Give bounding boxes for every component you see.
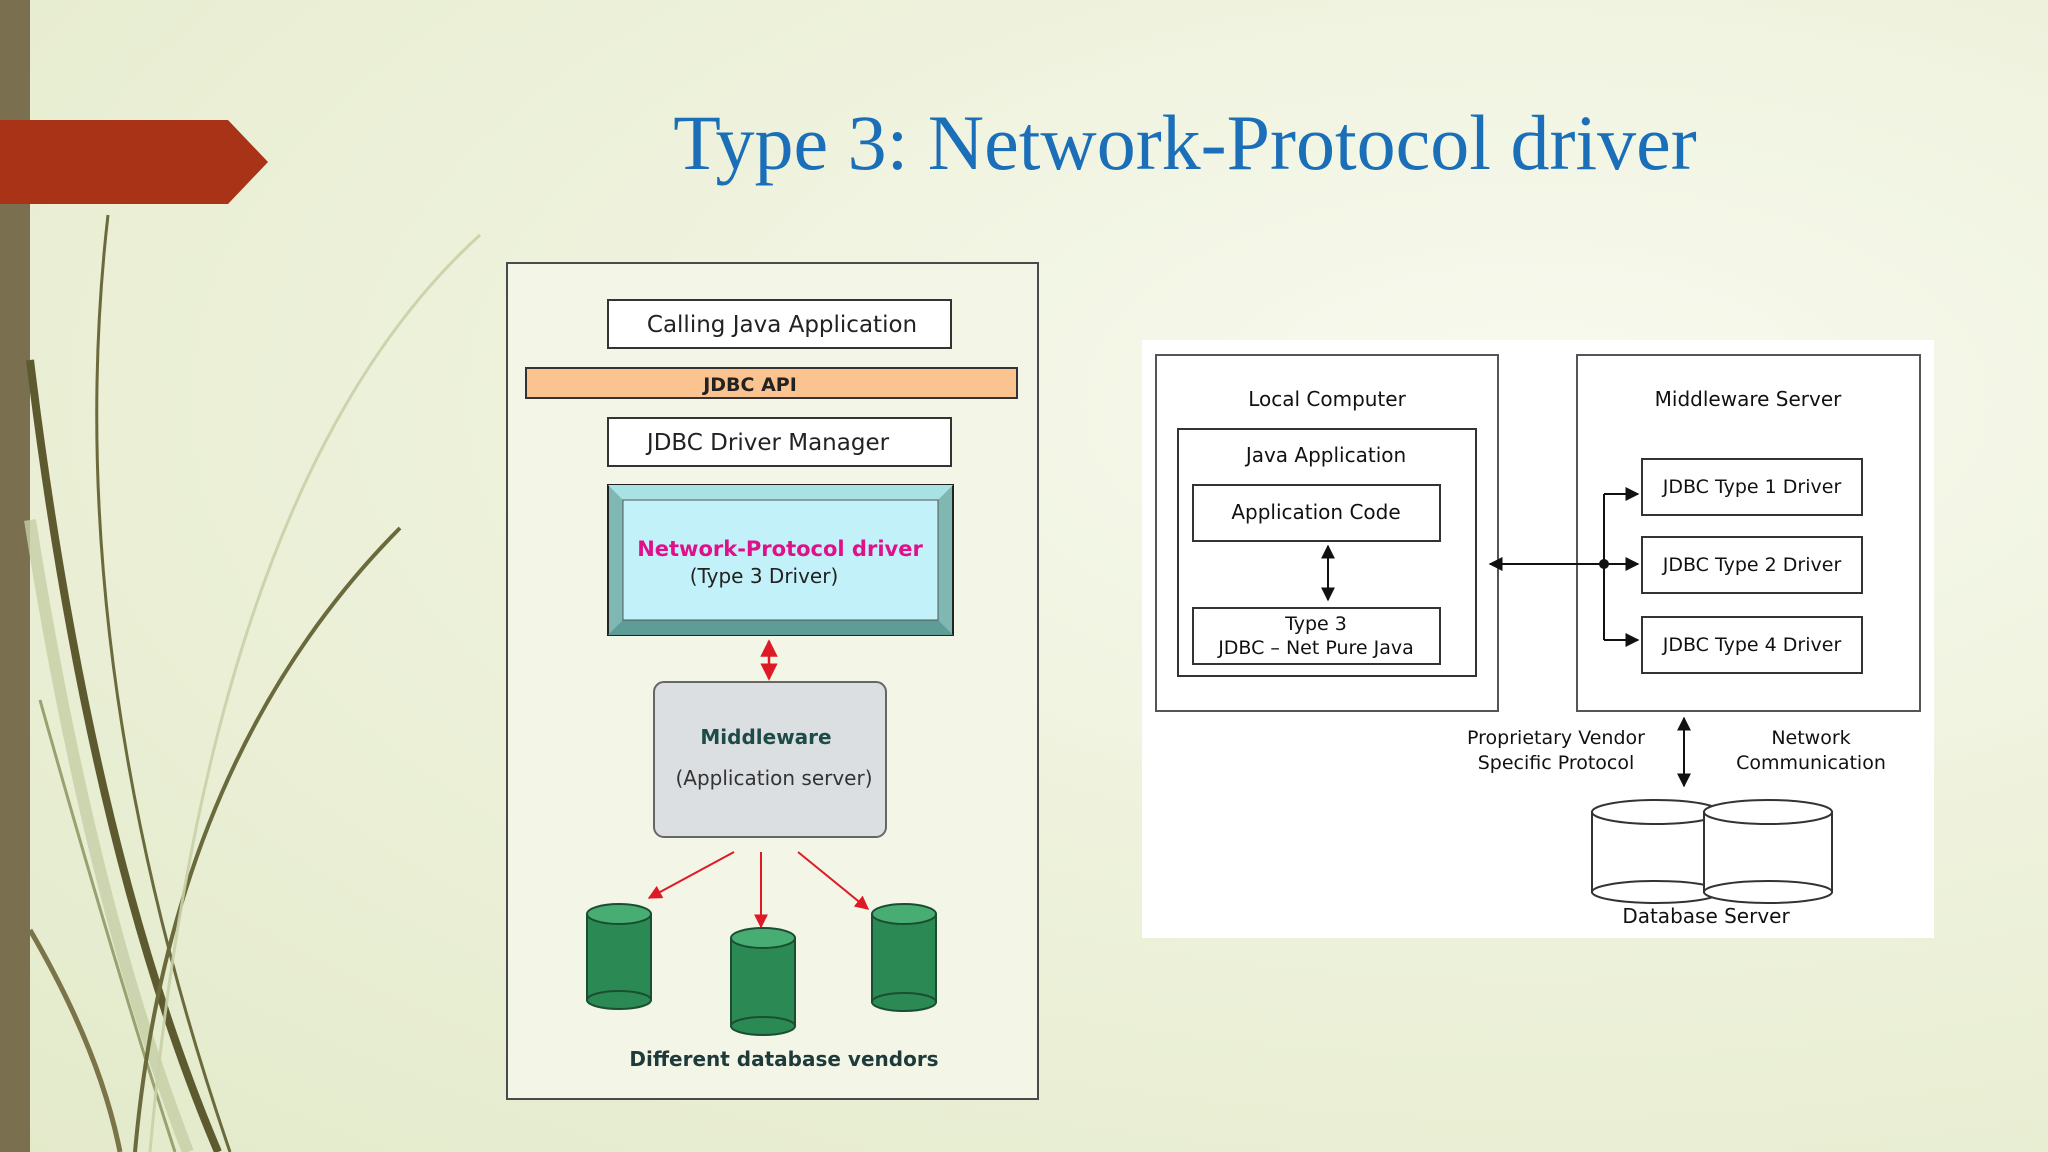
type3-driver-label-line1: Type 3 bbox=[1284, 613, 1347, 635]
slide-title: Type 3: Network-Protocol driver bbox=[673, 99, 1697, 186]
vendors-caption: Different database vendors bbox=[629, 1047, 938, 1071]
jdbc-api-bar bbox=[525, 367, 1018, 399]
type3-driver-label-line2: JDBC – Net Pure Java bbox=[1217, 637, 1414, 659]
middleware-label: Middleware bbox=[700, 725, 831, 749]
protocol-label-line2: Specific Protocol bbox=[1478, 752, 1635, 774]
network-label-line1: Network bbox=[1771, 727, 1850, 749]
jdbc-type1-driver-box bbox=[1641, 458, 1863, 516]
application-code-box bbox=[1192, 484, 1441, 542]
database-cylinder-left bbox=[586, 903, 652, 1010]
middleware-sublabel: (Application server) bbox=[675, 766, 872, 790]
accent-arrow-tab bbox=[0, 120, 268, 204]
network-label-line2: Communication bbox=[1736, 752, 1886, 774]
jdbc-type2-driver-label: JDBC Type 2 Driver bbox=[1662, 554, 1842, 576]
middleware-server-label: Middleware Server bbox=[1655, 387, 1842, 411]
type3-driver-box bbox=[1192, 607, 1441, 665]
middleware-db-arrow-right bbox=[797, 851, 870, 910]
jdbc-api-label: JDBC API bbox=[701, 374, 797, 396]
type3-deployment-diagram: Local Computer Java Application Applicat… bbox=[1142, 340, 1934, 938]
network-driver-label: Network-Protocol driver bbox=[637, 537, 923, 561]
local-computer-label: Local Computer bbox=[1248, 387, 1406, 411]
network-driver-sublabel: (Type 3 Driver) bbox=[690, 564, 839, 588]
protocol-label-line1: Proprietary Vendor bbox=[1467, 727, 1645, 749]
middleware-box bbox=[653, 681, 887, 838]
driver-manager-box bbox=[607, 417, 952, 467]
driver-manager-label: JDBC Driver Manager bbox=[645, 430, 890, 456]
java-application-label: Java Application bbox=[1244, 443, 1406, 467]
jdbc-type4-driver-box bbox=[1641, 616, 1863, 674]
decorative-swooshes bbox=[24, 214, 482, 1152]
database-server-cylinders bbox=[1591, 799, 1833, 904]
database-server-label: Database Server bbox=[1622, 904, 1790, 928]
jdbc-type1-driver-label: JDBC Type 1 Driver bbox=[1662, 476, 1842, 498]
calling-app-box bbox=[607, 299, 952, 349]
jdbc-type2-driver-box bbox=[1641, 536, 1863, 594]
application-code-label: Application Code bbox=[1231, 500, 1400, 524]
type3-architecture-diagram: Calling Java Application JDBC API JDBC D… bbox=[506, 262, 1039, 1100]
database-cylinder-right bbox=[871, 903, 937, 1012]
calling-app-label: Calling Java Application bbox=[647, 312, 917, 338]
middleware-db-arrow-left bbox=[647, 851, 735, 899]
jdbc-type4-driver-label: JDBC Type 4 Driver bbox=[1662, 634, 1842, 656]
database-cylinder-center bbox=[730, 927, 796, 1036]
